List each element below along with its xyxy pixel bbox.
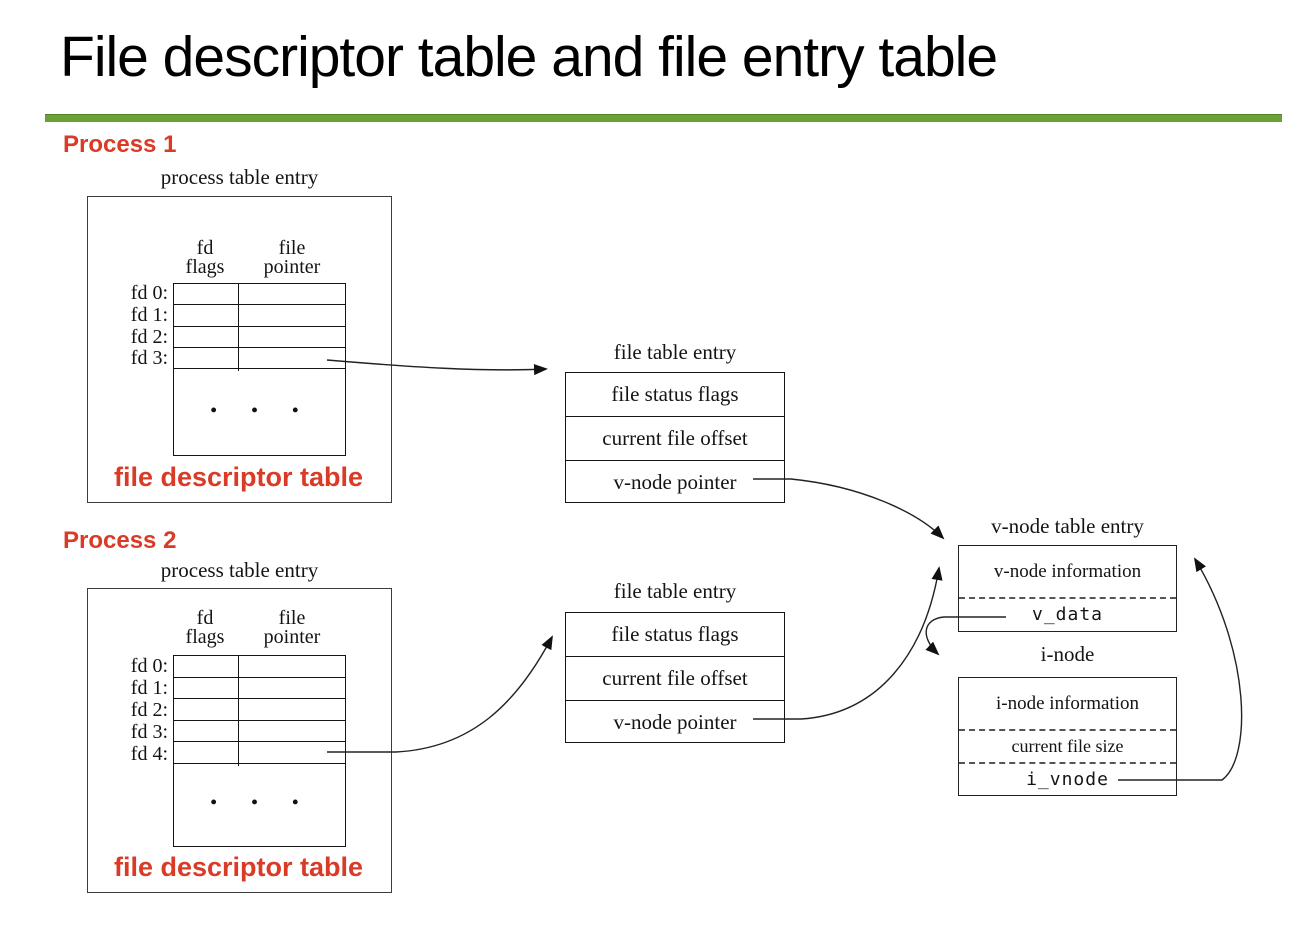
column-header-line: file	[278, 237, 306, 259]
fd-row-labels-2: fd 0: fd 1: fd 2: fd 3: fd 4:	[102, 655, 168, 765]
file-status-flags-row: file status flags	[566, 373, 784, 418]
process-table-entry-title-1: process table entry	[160, 165, 319, 189]
v-node-table-entry-box: v-node information v_data	[958, 545, 1177, 632]
i-node-information-row: i-node information	[996, 693, 1139, 714]
file-table-entry-1: file status flags current file offset v-…	[565, 372, 785, 503]
fd-flags-column-header: fd flags	[175, 237, 235, 278]
file-descriptor-table-caption-2: file descriptor table	[113, 852, 364, 882]
fd-row-label: fd 0:	[130, 655, 168, 677]
file-descriptor-table-caption-1: file descriptor table	[113, 462, 364, 492]
column-header-line: flags	[185, 626, 225, 648]
fd-cell-row	[174, 284, 345, 306]
process-table-entry-title-2: process table entry	[160, 558, 319, 582]
fd-cell-row	[174, 742, 345, 764]
v-node-information-row: v-node information	[993, 561, 1142, 582]
column-header-line: fd	[196, 607, 214, 629]
title-underline	[45, 114, 1282, 122]
page-title: File descriptor table and file entry tab…	[60, 25, 998, 89]
fd-cell-row	[174, 305, 345, 327]
fd-row-label: fd 2:	[130, 699, 168, 721]
v-node-pointer-row: v-node pointer	[613, 710, 737, 735]
fd-table-column-separator	[237, 284, 239, 371]
v-node-pointer-row: v-node pointer	[613, 470, 737, 495]
process-2-label: Process 2	[63, 527, 177, 554]
file-table-entry-title-2: file table entry	[613, 579, 737, 603]
column-header-line: pointer	[263, 626, 321, 648]
file-pointer-column-header: file pointer	[252, 237, 332, 278]
fd-row-label: fd 0:	[130, 282, 168, 304]
fd-row-label: fd 2:	[130, 325, 168, 348]
v-data-field: v_data	[1031, 604, 1104, 625]
column-header-line: fd	[196, 237, 214, 259]
file-table-entry-2: file status flags current file offset v-…	[565, 612, 785, 743]
fd-cell-row	[174, 656, 345, 678]
i-vnode-field: i_vnode	[1026, 769, 1109, 790]
dashed-separator	[959, 597, 1176, 599]
fd-cell-row	[174, 327, 345, 348]
column-header-line: file	[278, 607, 306, 629]
i-node-box: i-node information current file size i_v…	[958, 677, 1177, 796]
current-file-offset-row: current file offset	[566, 417, 784, 462]
fd-cell-row	[174, 678, 345, 699]
ellipsis: • • •	[210, 791, 309, 812]
file-pointer-column-header: file pointer	[252, 607, 332, 648]
process-1-box	[87, 196, 392, 503]
current-file-size-row: current file size	[1011, 736, 1124, 756]
fd-row-label: fd 3:	[130, 721, 168, 743]
column-header-line: pointer	[263, 256, 321, 278]
i-node-title: i-node	[1040, 642, 1095, 666]
file-table-entry-title-1: file table entry	[613, 340, 737, 364]
process-1-label: Process 1	[63, 131, 177, 158]
fd-row-label: fd 3:	[130, 347, 168, 370]
dashed-separator	[959, 762, 1176, 764]
fd-table-2: • • •	[173, 655, 346, 847]
fd-row-label: fd 4:	[130, 743, 168, 765]
fd-table-column-separator	[237, 656, 239, 766]
fd-row-label: fd 1:	[130, 677, 168, 699]
dashed-separator	[959, 729, 1176, 731]
fd-row-labels-1: fd 0: fd 1: fd 2: fd 3:	[102, 282, 168, 370]
fd-table-1: • • •	[173, 283, 346, 456]
fd-cell-row	[174, 699, 345, 721]
current-file-offset-row: current file offset	[566, 657, 784, 702]
v-node-table-entry-title: v-node table entry	[991, 514, 1144, 538]
fd-row-label: fd 1:	[130, 303, 168, 326]
ellipsis: • • •	[210, 400, 309, 421]
fd-cell-row	[174, 721, 345, 742]
column-header-line: flags	[185, 256, 225, 278]
fd-flags-column-header: fd flags	[175, 607, 235, 648]
fd-cell-row	[174, 348, 345, 370]
file-status-flags-row: file status flags	[566, 613, 784, 658]
